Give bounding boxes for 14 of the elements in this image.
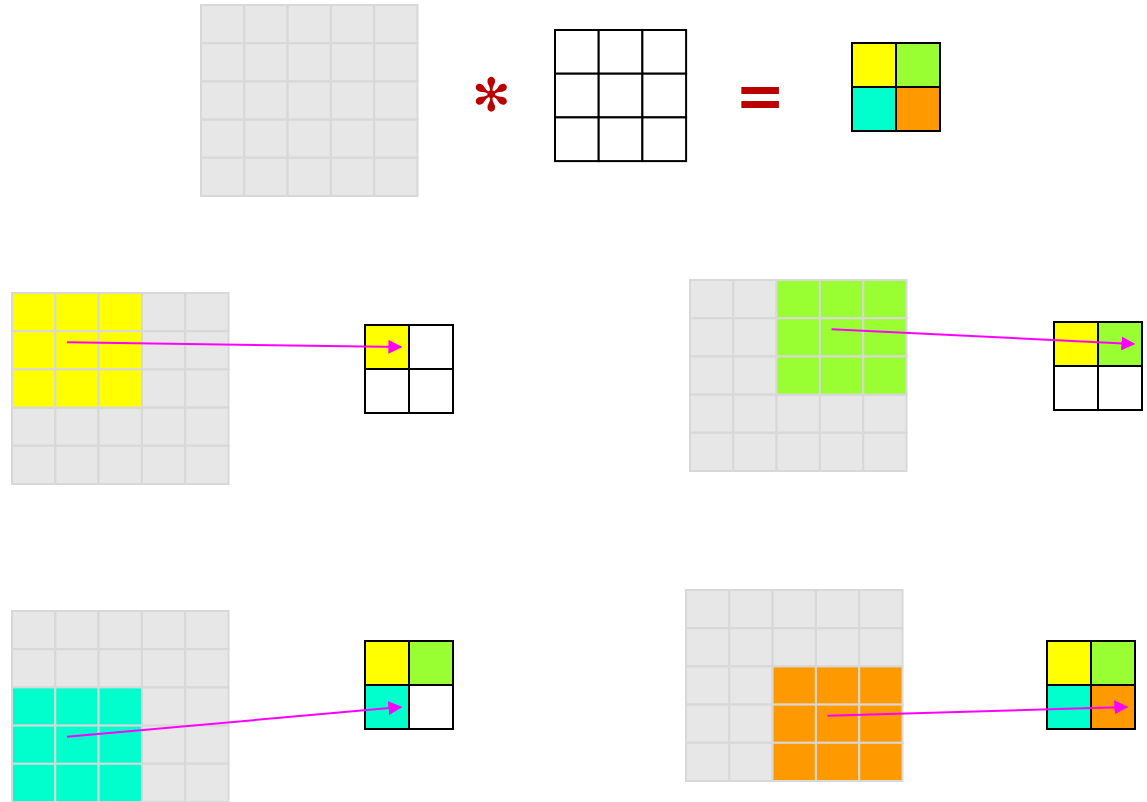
highlighted-region — [11, 686, 143, 802]
arrow — [830, 328, 1136, 351]
operator-symbol: ✻ — [472, 72, 511, 118]
highlighted-region — [11, 292, 143, 409]
output-cell — [364, 324, 410, 370]
arrow — [826, 700, 1129, 717]
output-cell — [1097, 321, 1143, 367]
highlighted-region — [771, 665, 904, 782]
output-cell — [364, 684, 410, 730]
highlighted-region — [775, 279, 908, 396]
arrow — [65, 339, 403, 354]
arrow — [65, 701, 403, 738]
output-cell — [1090, 684, 1136, 730]
equals-sign: = — [735, 66, 786, 126]
